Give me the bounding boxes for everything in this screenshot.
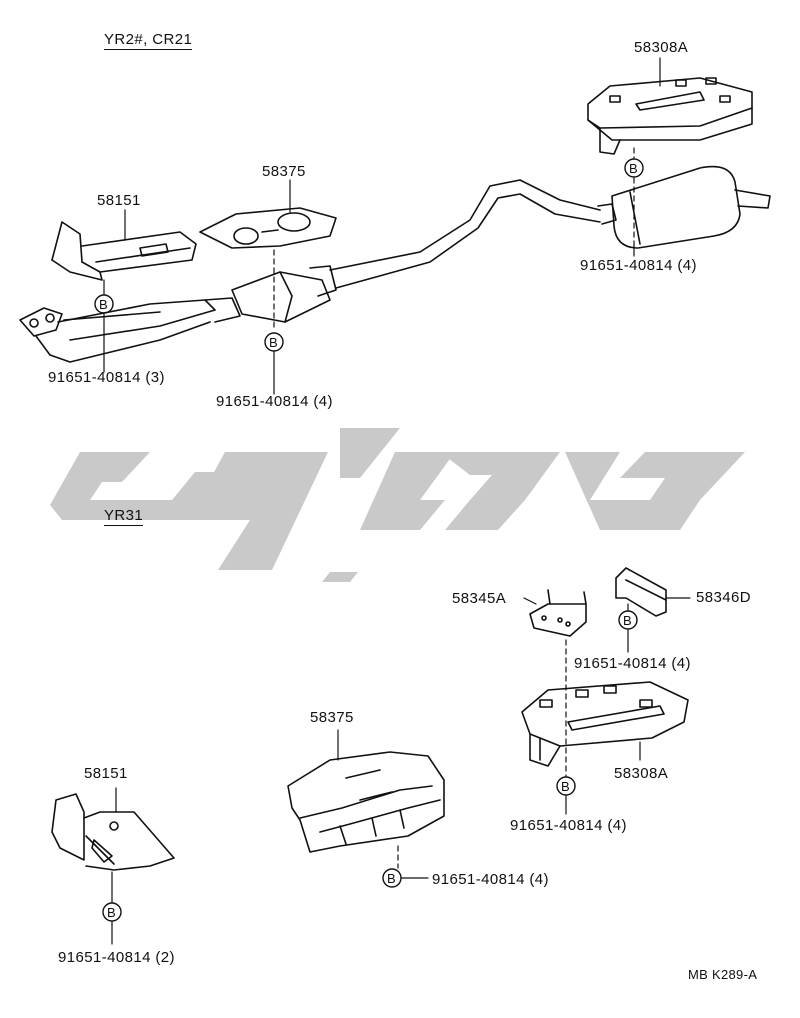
bolt-spec-label: 91651-40814 (3) [48, 369, 165, 386]
bolt-callout-letter: B [629, 161, 638, 176]
top-rear-insulator-drawing [587, 77, 753, 155]
bolt-callout-letter: B [561, 779, 570, 794]
bolt-spec-label: 91651-40814 (4) [574, 655, 691, 672]
bolt-callout-circle [264, 332, 284, 352]
bolt-callout-letter: B [623, 613, 632, 628]
top-front-insulator-drawing [51, 221, 197, 281]
top-center-insulator-drawing [199, 207, 337, 249]
front-pipe-drawing [19, 297, 241, 363]
catalytic-converter-drawing [231, 265, 337, 323]
leader-lines [103, 57, 691, 945]
figure-code: MB K289-A [688, 967, 758, 982]
bolt-spec-label: 91651-40814 (4) [432, 871, 549, 888]
bolt-callout-circle [624, 158, 644, 178]
bolt-spec-label: 91651-40814 (4) [216, 393, 333, 410]
part-number-58308a: 58308A [614, 765, 669, 782]
bolt-callout-circle [382, 868, 402, 888]
bolt-callout-circle [556, 776, 576, 796]
part-number-58308a: 58308A [634, 39, 689, 56]
bolt-callout-letter: B [99, 297, 108, 312]
part-number-58151: 58151 [97, 192, 141, 209]
bottom-rear-insulator-drawing [521, 681, 689, 767]
part-number-58375: 58375 [262, 163, 306, 180]
bolt-callout-circle [102, 902, 122, 922]
muffler-drawing [611, 165, 771, 249]
bolt-callout-circle [618, 610, 638, 630]
part-number-58151: 58151 [84, 765, 128, 782]
bolt-callout-letter: B [387, 871, 396, 886]
bracket-58345a-drawing [529, 589, 587, 637]
bolt-spec-label: 91651-40814 (4) [510, 817, 627, 834]
bottom-center-insulator-drawing [287, 751, 445, 853]
bolt-callout-letter: B [107, 905, 116, 920]
section-title-top: YR2#, CR21 [104, 31, 193, 50]
bolt-callout-circle [94, 294, 114, 314]
bracket-58346d-drawing [615, 567, 667, 617]
center-pipe-drawing [329, 179, 617, 289]
bolt-spec-label: 91651-40814 (4) [580, 257, 697, 274]
part-number-58375: 58375 [310, 709, 354, 726]
bolt-callout-letter: B [269, 335, 278, 350]
part-number-58346d: 58346D [696, 589, 751, 606]
bolt-spec-label: 91651-40814 (2) [58, 949, 175, 966]
bottom-front-insulator-drawing [51, 793, 175, 871]
part-number-58345a: 58345A [452, 590, 507, 607]
section-title-bottom: YR31 [104, 507, 144, 526]
